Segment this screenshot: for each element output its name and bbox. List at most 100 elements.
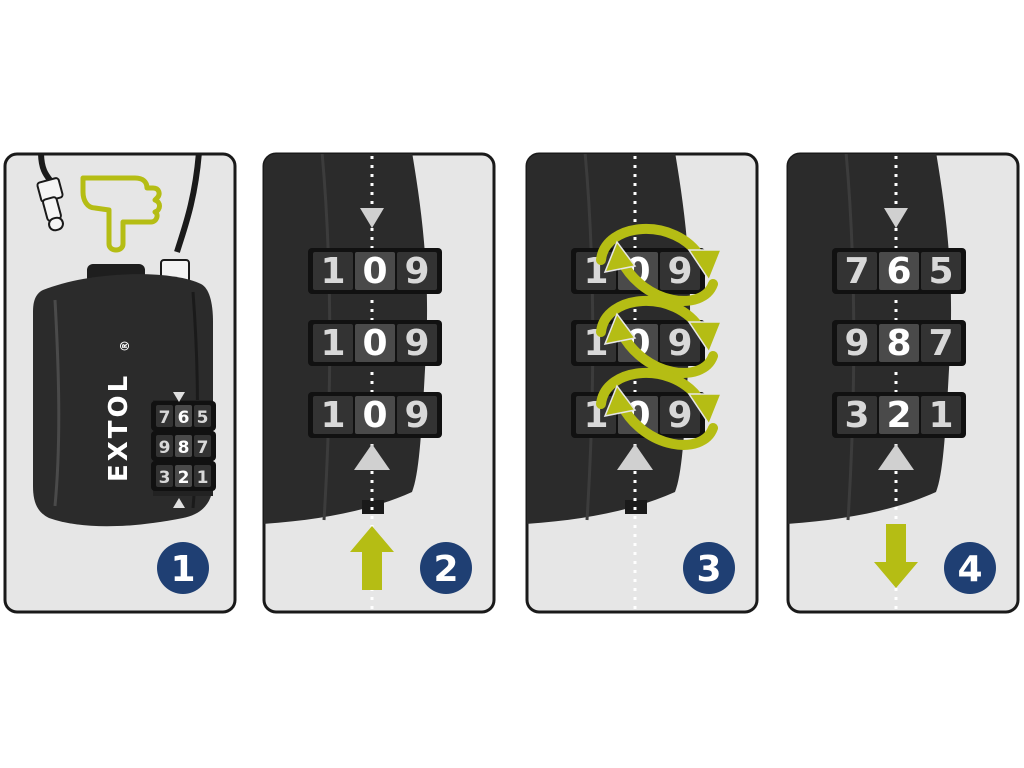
wheel-digit-cell[interactable] <box>837 252 877 290</box>
wheel-digit: 6 <box>886 251 911 292</box>
wheel-digit-cell[interactable] <box>194 435 211 457</box>
wheel-digit: 1 <box>320 251 345 292</box>
rotate-arrow <box>596 223 723 306</box>
wheel-digit-cell[interactable] <box>879 252 919 290</box>
step-badge-4: 4 <box>944 542 996 594</box>
wheel-digit: 9 <box>404 395 429 436</box>
rotate-arrows-icon <box>596 223 723 450</box>
step-badge-3: 3 <box>683 542 735 594</box>
indicator-triangle-top <box>884 208 908 228</box>
step-badge-2: 2 <box>420 542 472 594</box>
wheel-digit: 7 <box>844 251 869 292</box>
indicator-triangle-bottom <box>617 444 653 470</box>
wheel-digit: 9 <box>844 323 869 364</box>
wheel-digit: 2 <box>886 395 911 436</box>
wheel-digit: 9 <box>667 251 692 292</box>
rotate-arrow <box>596 367 723 450</box>
wheel-digit-cell[interactable] <box>879 396 919 434</box>
cable-right <box>174 154 202 253</box>
svg-text:1: 1 <box>170 549 195 590</box>
wheel-digit: 9 <box>404 323 429 364</box>
up-arrow-icon <box>350 526 394 590</box>
wheel-digit: 5 <box>928 251 953 292</box>
brand-logo-text: EXTOL <box>104 373 134 482</box>
wheel-digit: 7 <box>197 438 209 458</box>
wheel-digit-cell[interactable] <box>175 405 192 427</box>
wheel-digit-cell[interactable] <box>355 324 395 362</box>
wheel-digit-cell[interactable] <box>397 252 437 290</box>
wheel-digit-cell[interactable] <box>576 396 616 434</box>
cable-plug-icon <box>36 177 64 232</box>
wheel-digit: 6 <box>178 408 190 428</box>
trademark-symbol: ® <box>118 337 132 352</box>
wheel-digit: 7 <box>159 408 171 428</box>
wheel-digit: 8 <box>886 323 911 364</box>
wheel-digit-cell[interactable] <box>660 324 700 362</box>
wheel-digit-cell[interactable] <box>156 435 173 457</box>
wheel-digit: 9 <box>159 438 171 458</box>
wheel-digit: 0 <box>362 323 387 364</box>
pointing-hand-icon <box>80 175 162 253</box>
wheel-digit: 1 <box>320 395 345 436</box>
wheel-digit-cell[interactable] <box>355 396 395 434</box>
wheel-digit-cell[interactable] <box>660 252 700 290</box>
indicator-triangle-bottom <box>878 444 914 470</box>
wheel-digit-cell[interactable] <box>397 324 437 362</box>
svg-text:4: 4 <box>957 549 982 590</box>
wheel-digit-cell[interactable] <box>156 405 173 427</box>
wheel-digit-cell[interactable] <box>194 405 211 427</box>
wheel-digit: 9 <box>667 395 692 436</box>
wheel-digit-cell[interactable] <box>355 252 395 290</box>
wheel-digit: 5 <box>197 408 209 428</box>
wheel-digit: 3 <box>159 468 171 488</box>
wheel-digit-cell[interactable] <box>313 396 353 434</box>
indicator-triangle-bottom <box>354 444 390 470</box>
step-badge-1: 1 <box>157 542 209 594</box>
wheel-digit-cell[interactable] <box>397 396 437 434</box>
rotate-arrow <box>596 295 723 378</box>
wheel-digit-cell[interactable] <box>921 396 961 434</box>
wheel-digit: 9 <box>404 251 429 292</box>
wheel-digit-cell[interactable] <box>576 252 616 290</box>
wheel-digit-cell[interactable] <box>921 324 961 362</box>
indicator-triangle-top <box>360 208 384 228</box>
wheel-digit-cell[interactable] <box>837 324 877 362</box>
indicator-triangle-top <box>173 392 185 402</box>
indicator-triangle-bottom <box>173 498 185 508</box>
wheel-digit-cell[interactable] <box>175 435 192 457</box>
wheel-digit-cell[interactable] <box>313 252 353 290</box>
wheel-digit-cell[interactable] <box>194 465 211 487</box>
wheel-digit-cell[interactable] <box>921 252 961 290</box>
wheel-digit-cell[interactable] <box>660 396 700 434</box>
wheel-digit: 1 <box>928 395 953 436</box>
wheel-digit: 7 <box>928 323 953 364</box>
wheel-digit-cell[interactable] <box>576 324 616 362</box>
wheel-digit-cell[interactable] <box>175 465 192 487</box>
wheel-digit: 2 <box>178 468 190 488</box>
wheel-digit: 1 <box>197 468 209 488</box>
wheel-digit-cell[interactable] <box>156 465 173 487</box>
wheel-digit-cell[interactable] <box>837 396 877 434</box>
wheel-digit: 0 <box>362 251 387 292</box>
svg-text:3: 3 <box>696 549 721 590</box>
wheel-digit: 3 <box>844 395 869 436</box>
wheel-digit-cell[interactable] <box>879 324 919 362</box>
wheel-digit: 8 <box>178 438 190 458</box>
wheel-digit-cell[interactable] <box>313 324 353 362</box>
